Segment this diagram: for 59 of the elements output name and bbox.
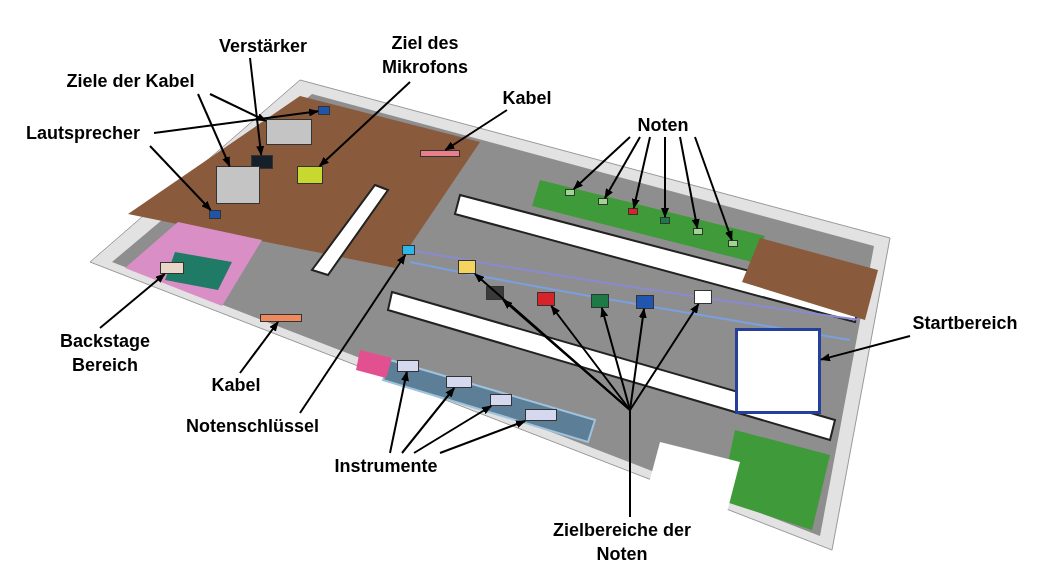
instrument-block [525,409,557,421]
leader-line [413,405,493,454]
leader-line [197,93,231,167]
leader-line [209,93,267,122]
callout-label: Noten [628,112,698,137]
callout-label: Startbereich [900,310,1030,336]
leader-line [401,387,456,454]
callout-label: Kabel [203,373,269,397]
leader-line [389,371,409,454]
note-target-square [537,292,555,306]
instrument-block [490,394,512,406]
leader-line [299,254,407,414]
note-block [628,208,638,215]
callout-label: Backstage Bereich [48,328,162,378]
leader-line [694,136,733,241]
speaker-block [318,106,330,115]
leader-line [631,136,651,209]
note-target-square [636,295,654,309]
note-target-square [591,294,609,308]
leader-line [444,109,508,151]
leader-line [99,273,166,329]
leader-line [820,335,911,362]
leader-line [572,136,631,190]
note-block [728,240,738,247]
leader-line [679,136,700,229]
leader-line [153,108,319,134]
leader-line [318,81,411,167]
backstage-furniture [160,262,184,274]
instrument-block [446,376,472,388]
leader-line [149,145,212,211]
note-block [598,198,608,205]
microphone-target-square [297,166,323,184]
callout-label: Kabel [493,86,561,110]
leader-line [604,136,641,199]
callout-label: Verstärker [208,34,318,58]
cable-target-area [216,166,260,204]
callout-label: Ziele der Kabel [48,68,213,94]
note-block [565,189,575,196]
start-area [735,328,821,414]
leader-line [239,321,279,374]
cable-target-area [266,119,312,145]
leader-line [249,57,265,156]
note-target-square [458,260,476,274]
callout-label: Instrumente [322,453,450,479]
callout-label: Zielbereiche der Noten [552,517,692,567]
leader-line [661,136,669,218]
leader-line [439,420,527,454]
note-target-square [694,290,712,304]
note-block [660,217,670,224]
clef-target-square [402,245,415,255]
callout-label: Notenschlüssel [170,413,335,439]
cable-piece [420,150,460,157]
callout-label: Ziel des Mikrofons [365,28,485,82]
speaker-block [209,210,221,219]
cable-piece [260,314,302,322]
note-block [693,228,703,235]
callout-label: Lautsprecher [12,120,154,146]
instrument-block [397,360,419,372]
amplifier-block [251,155,273,169]
